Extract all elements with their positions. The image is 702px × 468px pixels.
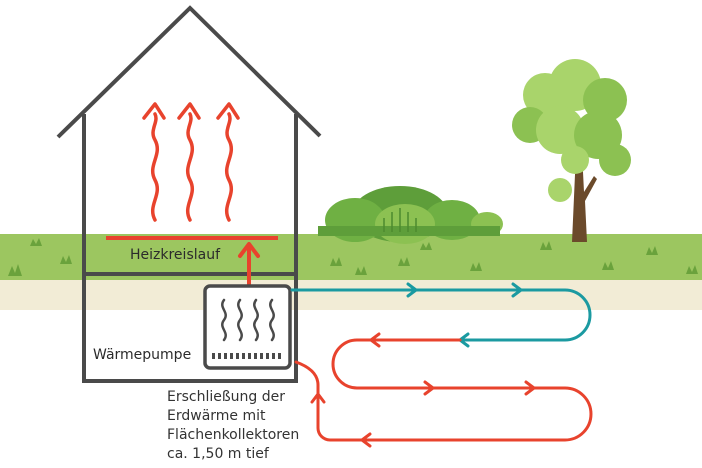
- description-line: Erschließung der: [167, 389, 286, 405]
- heat-wave-icon: [142, 102, 240, 222]
- heat-pump-label: Wärmepumpe: [93, 347, 192, 363]
- heating-circuit-label: Heizkreislauf: [130, 247, 221, 263]
- bush-icon: [318, 186, 503, 244]
- arrow-up-icon: [238, 242, 260, 287]
- house-outline: [56, 5, 322, 383]
- warm-flow-pipe: [294, 332, 593, 448]
- description-line: ca. 1,50 m tief: [167, 446, 269, 462]
- heat-pump-unit: [203, 284, 292, 370]
- description-line: Erdwärme mit: [167, 408, 266, 424]
- grass-tufts: [8, 238, 698, 276]
- tree-icon: [512, 59, 631, 242]
- description-line: Flächenkollektoren: [167, 427, 300, 443]
- collector-description: Erschließung der Erdwärme mit Flächenkol…: [167, 388, 299, 464]
- soil-band: [0, 280, 702, 310]
